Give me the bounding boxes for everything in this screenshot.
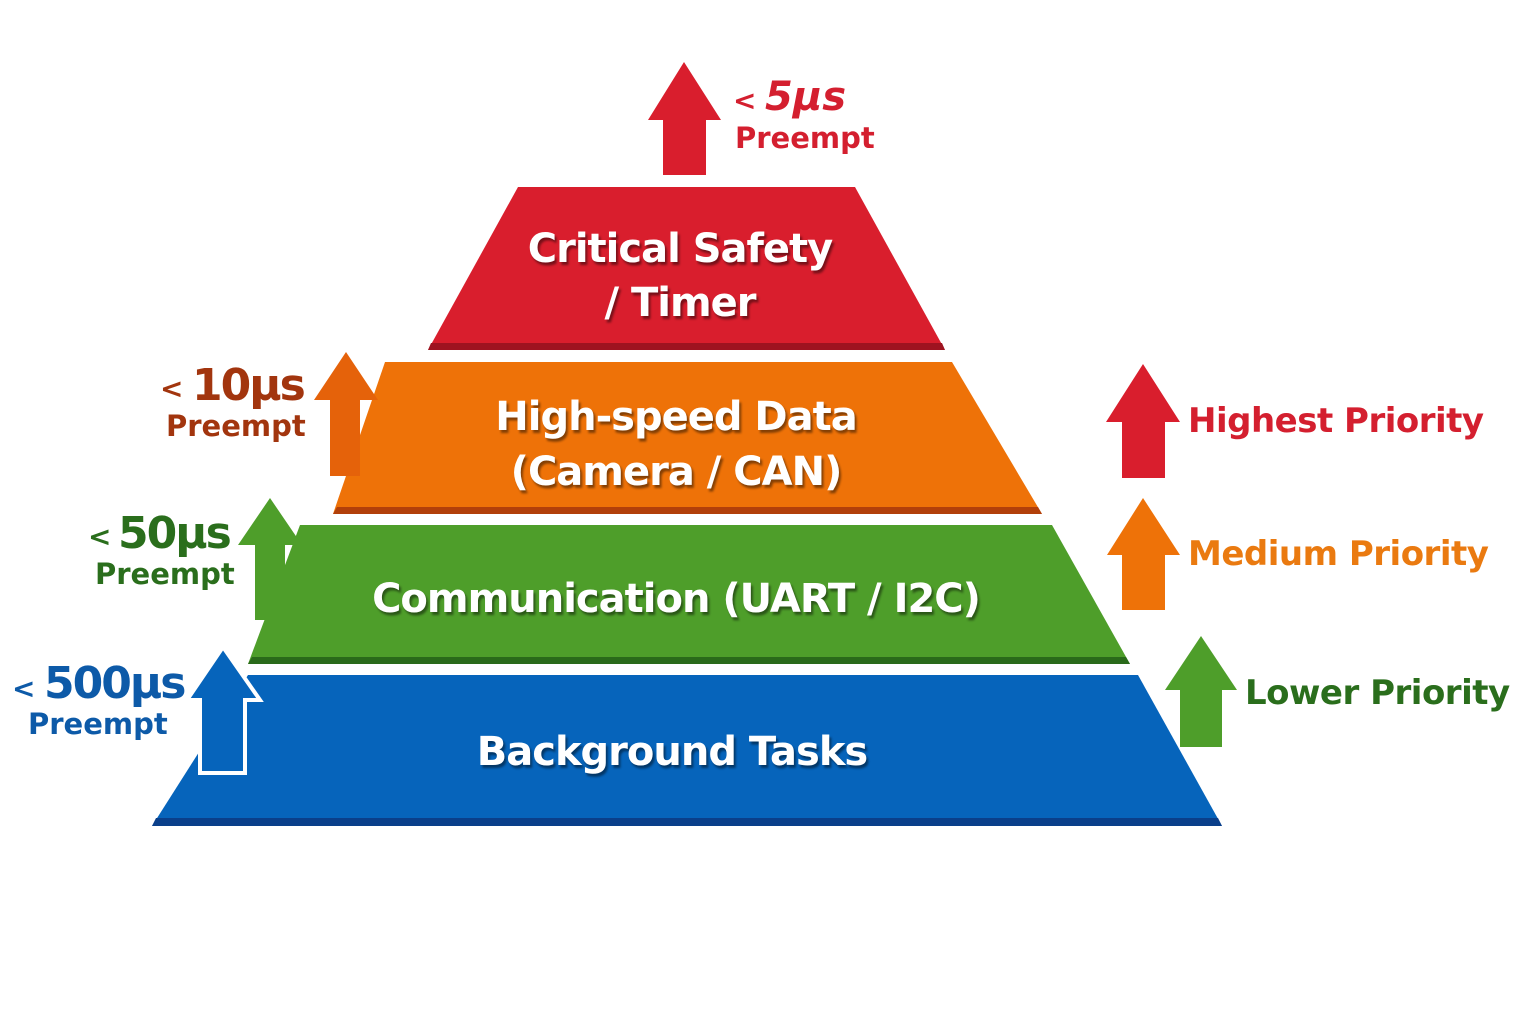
preempt-label-5us: < 5μs Preempt [733,74,875,155]
tier-label: Communication (UART / I2C) [372,576,980,622]
svg-text:<: < [12,672,35,705]
svg-text:Preempt: Preempt [735,121,875,155]
tier-label: Critical Safety [528,226,833,272]
svg-text:Preempt: Preempt [166,409,306,443]
svg-text:<: < [88,520,111,553]
preempt-label-10us: < 10μs Preempt [160,360,307,443]
svg-text:Preempt: Preempt [28,707,168,741]
svg-text:Lower Priority: Lower Priority [1245,673,1510,713]
svg-text:10μs: 10μs [192,360,305,411]
svg-text:Medium Priority: Medium Priority [1188,534,1489,574]
tier-critical-safety: Critical Safety / Timer [428,187,945,350]
svg-text:500μs: 500μs [44,658,185,709]
tier-label: High-speed Data [495,394,856,440]
tier-high-speed-data: High-speed Data (Camera / CAN) [333,362,1042,514]
tier-label: Background Tasks [477,729,867,775]
arrow-up-icon [314,352,378,476]
arrow-up-icon [648,62,721,175]
legend-lower-priority: Lower Priority [1165,636,1510,747]
svg-text:<: < [733,84,756,117]
arrow-up-icon [1107,498,1180,610]
preempt-label-50us: < 50μs Preempt [88,508,235,591]
arrow-up-icon [1165,636,1237,747]
preempt-label-500us: < 500μs Preempt [12,658,187,741]
svg-text:5μs: 5μs [765,74,846,120]
svg-text:50μs: 50μs [118,508,231,559]
svg-text:<: < [160,372,183,405]
legend-medium-priority: Medium Priority [1107,498,1489,610]
tier-label: / Timer [604,280,756,326]
arrow-up-icon [1106,364,1180,478]
tier-label: (Camera / CAN) [511,449,842,495]
tier-communication: Communication (UART / I2C) [248,525,1130,664]
legend-highest-priority: Highest Priority [1106,364,1484,478]
arrow-up-icon [238,498,302,620]
arrow-up-icon [183,643,264,775]
svg-text:Highest Priority: Highest Priority [1188,401,1484,441]
svg-text:Preempt: Preempt [95,557,235,591]
tier-background-tasks: Background Tasks [152,675,1222,826]
